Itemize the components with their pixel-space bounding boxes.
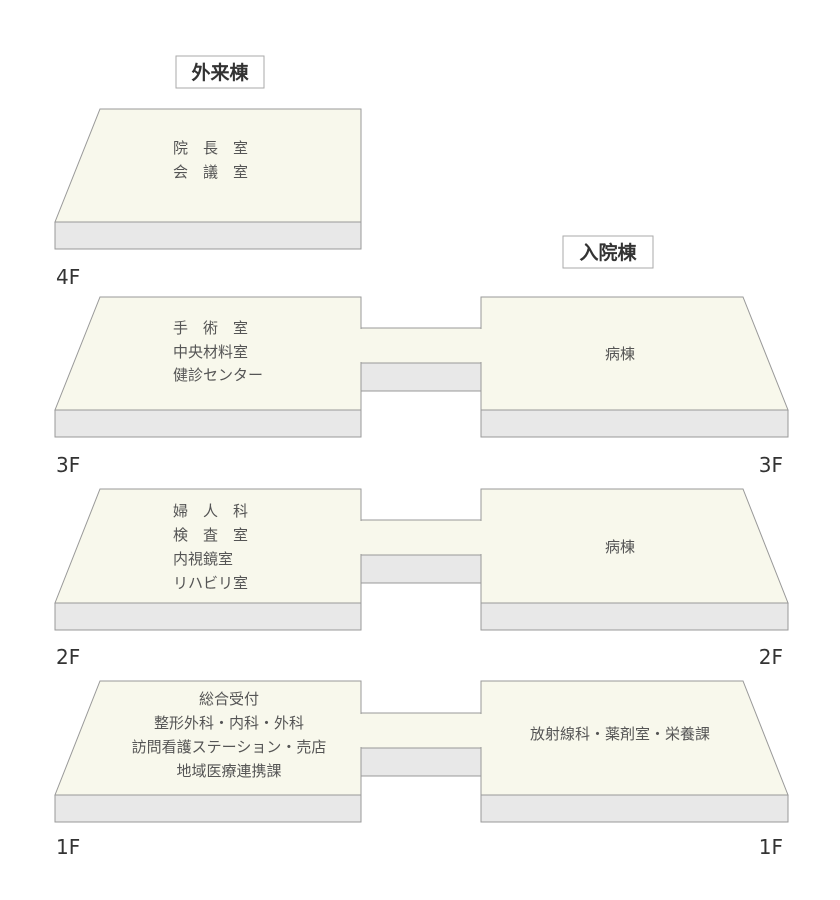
- svg-text:入院棟: 入院棟: [579, 241, 637, 264]
- floor-4f: 院 長 室 会 議 室 4F: [54, 108, 362, 289]
- outpatient-building-title: 外来棟: [175, 55, 265, 89]
- floor-label-right: 1F: [759, 835, 783, 859]
- room-label: 手 術 室: [173, 319, 248, 337]
- outpatient-1f-side: [54, 794, 362, 823]
- inpatient-1f-side: [480, 794, 789, 823]
- inpatient-2f-side: [480, 602, 789, 631]
- room-label: 会 議 室: [173, 163, 248, 181]
- room-label: 内視鏡室: [173, 550, 233, 568]
- outpatient-4f-side: [54, 221, 362, 250]
- room-label: 訪問看護ステーション・売店: [132, 738, 327, 756]
- room-label: 婦 人 科: [173, 502, 248, 520]
- connector-top: [360, 712, 482, 749]
- floor-3f: 手 術 室 中央材料室 健診センター 病棟 3F 3F: [54, 296, 789, 477]
- inpatient-3f-side: [480, 409, 789, 438]
- floor-label-right: 2F: [759, 645, 783, 669]
- room-label: リハビリ室: [173, 574, 248, 592]
- connector-side: [360, 554, 482, 584]
- floor-label-right: 3F: [759, 453, 783, 477]
- room-label: 病棟: [605, 345, 635, 363]
- inpatient-building-title: 入院棟: [562, 235, 654, 269]
- room-label: 地域医療連携課: [176, 762, 281, 780]
- room-label: 総合受付: [199, 690, 259, 708]
- floor-1f: 総合受付 整形外科・内科・外科 訪問看護ステーション・売店 地域医療連携課 放射…: [54, 680, 789, 859]
- room-label: 院 長 室: [173, 139, 248, 157]
- outpatient-2f-side: [54, 602, 362, 631]
- room-label: 整形外科・内科・外科: [154, 714, 304, 732]
- outpatient-3f-side: [54, 409, 362, 438]
- floor-label-left: 1F: [56, 835, 80, 859]
- room-label: 健診センター: [173, 366, 263, 384]
- svg-text:外来棟: 外来棟: [191, 61, 249, 84]
- connector-side: [360, 362, 482, 392]
- connector-side: [360, 747, 482, 777]
- room-label: 放射線科・薬剤室・栄養課: [530, 725, 710, 743]
- floor-label-left: 2F: [56, 645, 80, 669]
- floor-label-left: 3F: [56, 453, 80, 477]
- connector-top: [360, 519, 482, 556]
- connector-top: [360, 327, 482, 364]
- floor-2f: 婦 人 科 検 査 室 内視鏡室 リハビリ室 病棟 2F 2F: [54, 488, 789, 669]
- room-label: 病棟: [605, 538, 635, 556]
- room-label: 検 査 室: [173, 526, 248, 544]
- room-label: 中央材料室: [173, 343, 248, 361]
- floor-label-left: 4F: [56, 265, 80, 289]
